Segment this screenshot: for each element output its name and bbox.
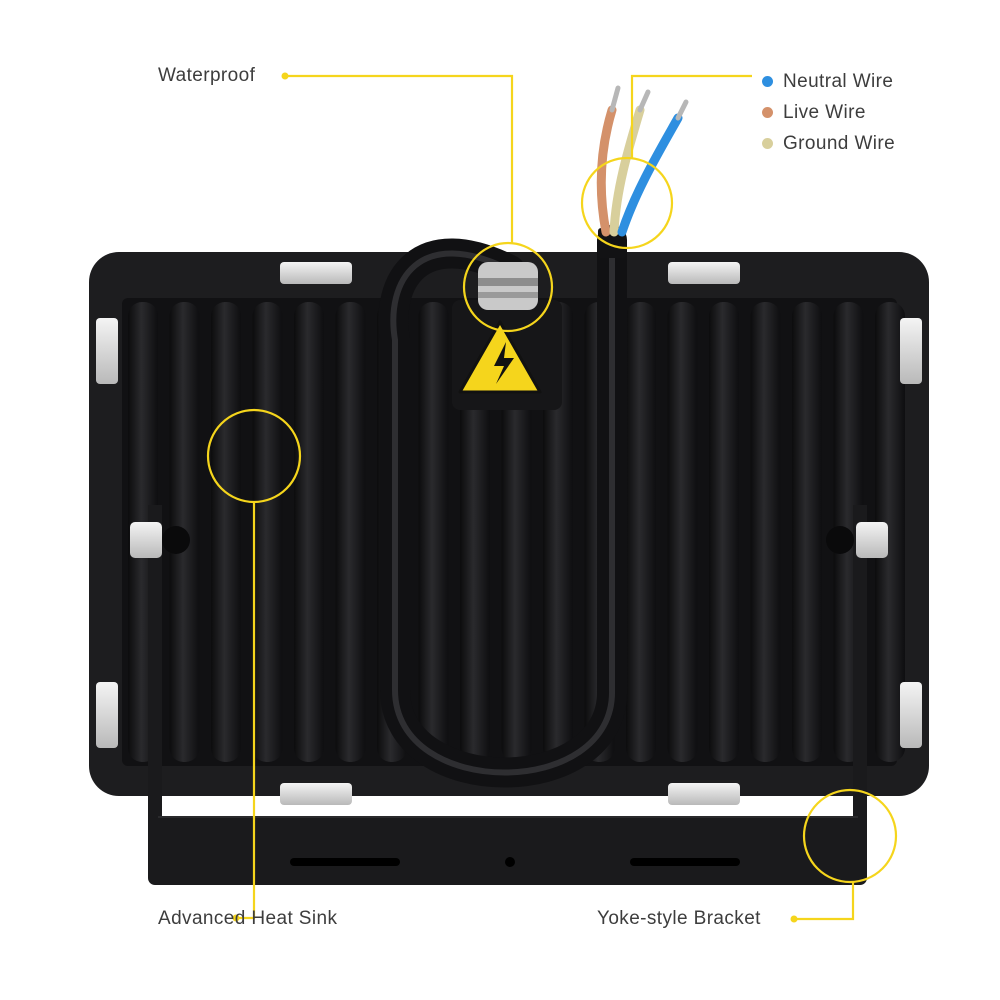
legend-label: Neutral Wire (783, 70, 894, 92)
heat-sink-fin (211, 302, 241, 762)
label-yoke-style-bracket: Yoke-style Bracket (597, 908, 761, 929)
heat-sink-fin (543, 302, 573, 762)
label-waterproof: Waterproof (158, 65, 256, 86)
heat-sink-fin (750, 302, 781, 762)
legend-dot-icon (762, 76, 773, 87)
heat-sink-fin (792, 302, 822, 762)
yoke-bracket (130, 505, 888, 885)
legend-label: Ground Wire (783, 132, 896, 154)
power-cable (378, 225, 628, 788)
heat-sink-fin (667, 302, 698, 762)
wire-legend: Neutral Wire Live Wire Ground Wire (762, 66, 895, 159)
callout-circle-wires (580, 156, 674, 250)
callout-circle-waterproof (462, 241, 554, 333)
legend-item-neutral: Neutral Wire (762, 66, 895, 97)
heat-sink-fin (626, 302, 656, 762)
exposed-wires (596, 85, 689, 237)
heat-sink-fin (501, 302, 532, 762)
heat-sink-fin (875, 302, 905, 762)
heat-sink-fin (335, 302, 366, 762)
housing-clips (96, 262, 922, 805)
heat-sink-fin (252, 302, 283, 762)
legend-item-live: Live Wire (762, 97, 895, 128)
heat-sink-fin (294, 302, 324, 762)
legend-label: Live Wire (783, 101, 866, 123)
label-advanced-heat-sink: Advanced Heat Sink (158, 908, 338, 929)
legend-dot-icon (762, 107, 773, 118)
heat-sink-fin (460, 302, 490, 762)
legend-dot-icon (762, 138, 773, 149)
heat-sink-fin (418, 302, 449, 762)
electrical-hazard-warning-icon (458, 320, 542, 394)
heat-sink-fin (709, 302, 739, 762)
callouts (206, 74, 898, 921)
legend-item-ground: Ground Wire (762, 128, 895, 159)
callout-circle-bracket (802, 788, 898, 884)
